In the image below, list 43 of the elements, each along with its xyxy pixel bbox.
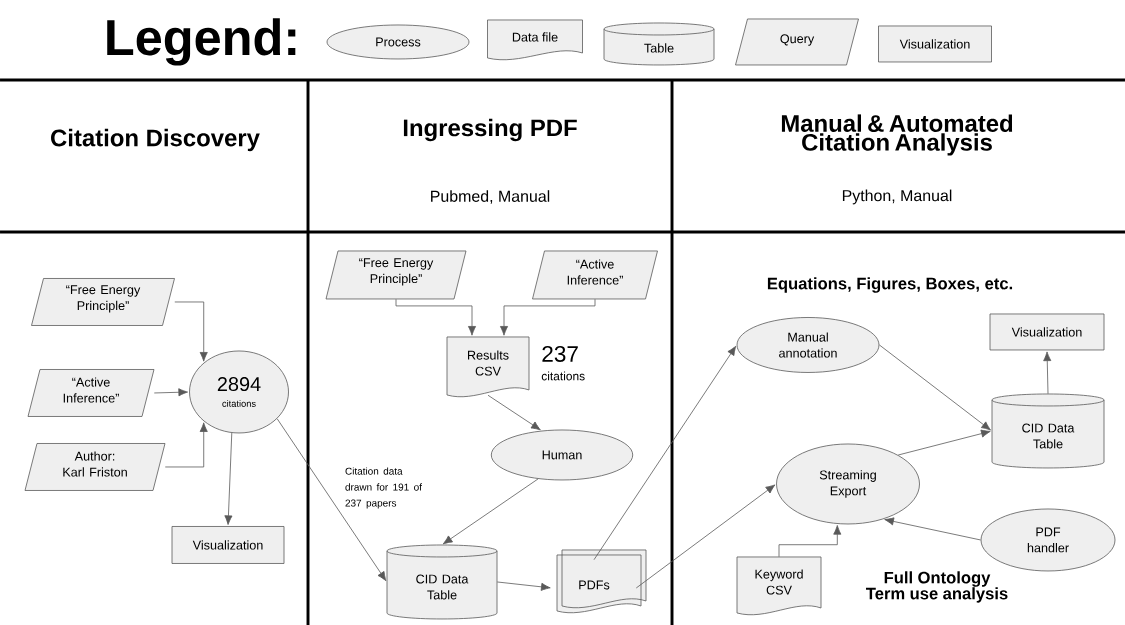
- legend-entry: Data file: [487, 19, 583, 61]
- arrow: [487, 394, 541, 431]
- beside-label: 237: [542, 346, 578, 362]
- arrow: [1043, 351, 1052, 395]
- table-cylinder: CID Data Table: [991, 393, 1105, 469]
- legend-entry: Visualization: [878, 25, 992, 63]
- column-subtitle: Python, Manual: [842, 189, 952, 205]
- query-parallelogram: “Free Energy Principle”: [325, 250, 467, 300]
- arrow: [593, 345, 737, 561]
- table-cylinder: CID Data Table: [386, 544, 498, 620]
- arrow: [879, 344, 991, 431]
- query-parallelogram: “Active Inference”: [27, 369, 155, 417]
- arrow: [224, 432, 233, 525]
- arrow: [153, 388, 188, 397]
- column-heading: Manual & Automated Citation Analysis: [781, 114, 1013, 156]
- arrow: [500, 298, 596, 336]
- beside-label: citations: [541, 371, 585, 381]
- query-parallelogram: Author: Karl Friston: [24, 443, 166, 491]
- heading: Legend:: [107, 18, 296, 66]
- visualization-box: Visualization: [171, 526, 285, 564]
- arrow: [174, 301, 208, 362]
- arrow: [884, 517, 981, 541]
- query-parallelogram: “Free Energy Principle”: [31, 278, 175, 326]
- file-stack: PDFs: [556, 549, 647, 614]
- arrow: [442, 478, 539, 545]
- arrow: [778, 525, 842, 558]
- query-parallelogram: “Active Inference”: [532, 250, 658, 300]
- visualization-box: Visualization: [989, 313, 1105, 351]
- arrow: [395, 298, 476, 336]
- legend-entry: Table: [603, 22, 715, 66]
- section-heading: Full Ontology Term use analysis: [866, 571, 1008, 603]
- legend-entry: Process: [326, 24, 470, 60]
- arrow: [276, 418, 387, 582]
- arrow: [164, 422, 208, 468]
- column-subtitle: Pubmed, Manual: [431, 190, 550, 204]
- note: Citation data drawn for 191 of 237 papers: [345, 467, 422, 509]
- legend-entry: Query: [735, 18, 859, 66]
- section-heading: Equations, Figures, Boxes, etc.: [767, 277, 1013, 293]
- column-heading: Ingressing PDF: [403, 118, 577, 142]
- arrow: [496, 581, 551, 591]
- column-heading: Citation Discovery: [51, 128, 260, 152]
- arrow: [635, 484, 776, 589]
- arrow: [897, 429, 991, 456]
